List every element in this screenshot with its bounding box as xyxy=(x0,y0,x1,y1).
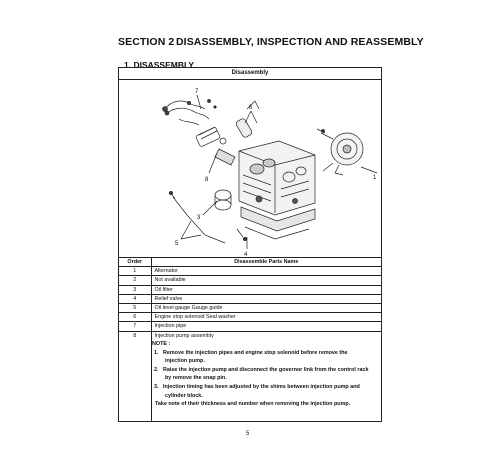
pipe-fitting-icon xyxy=(162,106,168,112)
injection-pump-body xyxy=(195,127,221,147)
part-name-cell: Oil level gauge Gauge guide xyxy=(151,302,381,313)
section-number: SECTION 2 xyxy=(118,36,175,48)
order-cell: 5 xyxy=(119,302,152,313)
oil-pan xyxy=(240,206,316,232)
pipe-fitting-icon xyxy=(187,101,191,105)
pump-gear-icon xyxy=(219,137,227,145)
oil-level-gauge xyxy=(172,196,226,244)
part-name-cell: Alternator xyxy=(151,266,381,276)
callout-8: 8 xyxy=(205,177,209,183)
note-item-number: 3. xyxy=(154,383,159,390)
parts-name-column-header: Disassemble Parts Name xyxy=(151,256,381,267)
oil-filter xyxy=(214,189,232,201)
injection-pipe-2 xyxy=(166,107,210,120)
order-cell: 6 xyxy=(119,312,152,322)
note-item: 3. Injection timing has been adjusted by… xyxy=(151,383,379,400)
engine-illustration: 7 6 8 1 3 5 4 xyxy=(162,89,378,258)
injection-pipe-3 xyxy=(178,118,200,126)
note-item-text: by remove the snap pin. xyxy=(165,375,227,382)
part-name-cell: Injection pipe xyxy=(151,321,381,331)
order-cell: 7 xyxy=(119,321,152,331)
disassembly-frame: Disassembly xyxy=(118,67,382,422)
callout-7: 7 xyxy=(195,89,199,95)
part-name-cell: Not available xyxy=(151,275,381,286)
note-item-text: Injection timing has been adjusted by th… xyxy=(163,383,360,390)
note-item: 2. Raise the injection pump and disconne… xyxy=(151,366,379,383)
note-item-text: Remove the injection pipes and engine st… xyxy=(163,349,348,356)
order-cell: 4 xyxy=(119,293,152,304)
order-column-divider xyxy=(151,340,152,422)
order-cell: 3 xyxy=(119,284,152,295)
subsection-heading: 1. DISASSEMBLY xyxy=(124,60,195,70)
order-cell: 2 xyxy=(119,275,152,286)
note-item-number: 2. xyxy=(154,366,159,373)
part-name-cell: Relief valve xyxy=(151,293,381,304)
callout-6: 6 xyxy=(249,105,253,111)
note-item-text: injection pump. xyxy=(165,358,205,365)
note-item-number: 1. xyxy=(154,349,159,356)
note-section: NOTE : 1. Remove the injection pipes and… xyxy=(151,340,379,409)
part-name-cell: Oil filter xyxy=(151,284,381,295)
note-title: NOTE : xyxy=(152,341,171,347)
relief-valve xyxy=(243,237,247,241)
note-item: 1. Remove the injection pipes and engine… xyxy=(151,349,379,366)
callout-4: 4 xyxy=(244,252,248,257)
note-item-text: Raise the injection pump and disconnect … xyxy=(163,366,369,373)
callout-1: 1 xyxy=(373,175,377,181)
order-cell: 1 xyxy=(119,266,152,276)
callout-5: 5 xyxy=(175,241,179,247)
order-cell: 8 xyxy=(119,330,152,340)
callout-3: 3 xyxy=(197,215,201,221)
section-title: DISASSEMBLY, INSPECTION AND REASSEMBLY xyxy=(176,36,424,48)
pipe-fitting-icon xyxy=(164,110,170,116)
table-header-row: Order Disassemble Parts Name xyxy=(119,256,381,267)
note-item-text: cylinder block. xyxy=(165,392,203,399)
part-name-cell: Engine stop solenoid Seal washer xyxy=(151,312,381,322)
engine-stop-solenoid xyxy=(235,118,253,138)
diagram-header: Disassembly xyxy=(119,68,381,80)
order-column-header: Order xyxy=(119,256,152,267)
page-number: 5 xyxy=(246,431,250,437)
note-tail-text: Take note of their thickness and number … xyxy=(155,401,351,408)
part-name-cell: Injection pump assembly xyxy=(151,330,381,340)
exploded-engine-diagram: 7 6 8 1 3 5 4 xyxy=(119,79,381,258)
